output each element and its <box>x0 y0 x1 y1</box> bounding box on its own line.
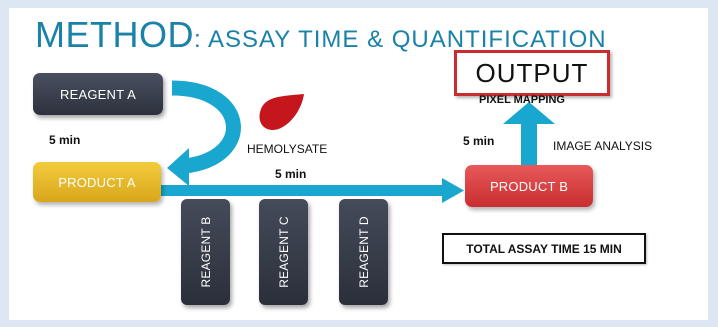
reagent-d-box: REAGENT D <box>339 199 388 305</box>
title-main: METHOD <box>35 14 194 55</box>
output-box: OUTPUT <box>454 50 610 96</box>
total-assay-time-box: TOTAL ASSAY TIME 15 MIN <box>442 233 646 264</box>
reagent-a-box: REAGENT A <box>33 73 163 115</box>
product-a-label: PRODUCT A <box>58 174 136 190</box>
up-arrowhead-icon <box>503 102 555 124</box>
horizontal-arrow-icon <box>159 185 444 196</box>
curved-arrowhead-icon <box>167 148 189 186</box>
curved-arrow-icon <box>171 80 241 174</box>
reagent-d-label: REAGENT D <box>356 216 371 288</box>
reagent-a-label: REAGENT A <box>60 86 136 102</box>
reagent-c-box: REAGENT C <box>259 199 308 305</box>
page-title: METHOD: ASSAY TIME & QUANTIFICATION <box>35 14 607 56</box>
product-b-box: PRODUCT B <box>465 165 593 207</box>
up-arrow-icon <box>521 122 537 166</box>
time-label-3: 5 min <box>463 134 495 148</box>
flow-arrows <box>159 80 555 203</box>
horizontal-arrowhead-icon <box>442 178 464 203</box>
product-a-box: PRODUCT A <box>33 162 161 202</box>
hemolysate-label: HEMOLYSATE <box>247 142 328 156</box>
time-label-1: 5 min <box>49 133 81 147</box>
title-sub: : ASSAY TIME & QUANTIFICATION <box>194 26 607 53</box>
total-assay-time-label: TOTAL ASSAY TIME 15 MIN <box>466 241 622 256</box>
time-label-2: 5 min <box>275 167 307 181</box>
image-analysis-label: IMAGE ANALYSIS <box>553 139 653 153</box>
reagent-b-box: REAGENT B <box>181 199 230 305</box>
slide: METHOD: ASSAY TIME & QUANTIFICATION REAG… <box>9 8 708 320</box>
pixel-mapping-label: PIXEL MAPPING <box>479 94 565 106</box>
reagent-b-label: REAGENT B <box>198 216 213 288</box>
blood-drop-icon <box>259 94 304 130</box>
reagent-c-label: REAGENT C <box>276 216 291 288</box>
product-b-label: PRODUCT B <box>489 178 569 194</box>
output-label: OUTPUT <box>475 57 589 88</box>
